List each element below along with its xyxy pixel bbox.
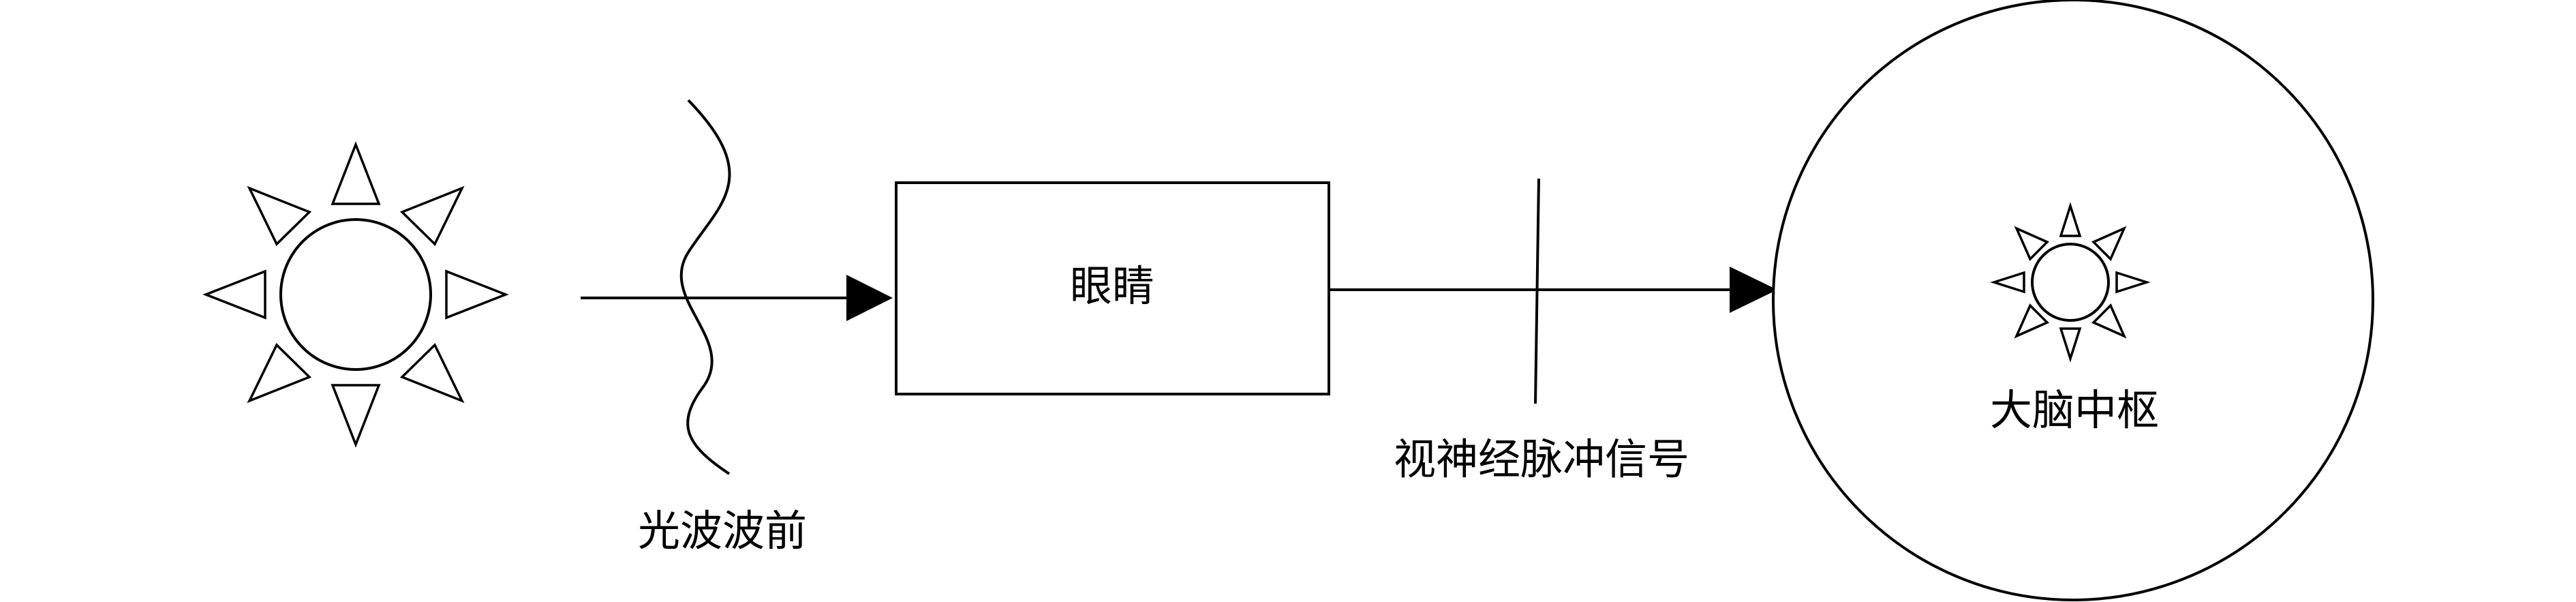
light-wavefront-curve [679,99,731,475]
sun-ray-sw [247,343,312,404]
sun-ray-se [399,343,465,404]
sun-ray-s [331,384,381,448]
perceived-light-sun-icon [1990,202,2151,363]
small-sun-rays [1990,202,2151,363]
small-sun-ray-w [1990,271,2025,294]
sun-ray-nw [247,185,312,246]
sun-core [279,218,432,371]
light-wavefront-label: 光波波前 [638,506,807,556]
small-sun-ray-ne [2091,226,2127,262]
light-source-sun-icon [202,141,509,448]
small-sun-ray-nw [2014,226,2050,262]
light-to-eye-arrow [581,275,893,321]
sun-ray-e [445,269,509,320]
small-sun-ray-n [2059,202,2082,237]
eye-to-brain-arrowhead [1730,267,1777,313]
eye-box [895,181,1330,395]
sun-ray-w [202,269,266,320]
small-sun-ray-e [2115,271,2151,294]
small-sun-ray-s [2059,327,2082,363]
light-to-eye-arrowhead [846,275,893,321]
eye-to-brain-arrow [1329,267,1777,313]
brain-center-label: 大脑中枢 [1990,385,2159,435]
small-sun-ray-sw [2014,303,2050,339]
small-sun-ray-se [2091,303,2127,339]
optic-nerve-label: 视神经脉冲信号 [1394,434,1689,484]
sun-ray-n [331,141,381,205]
small-sun-core [2031,243,2110,322]
sun-rays [202,141,509,448]
optic-nerve-signal-marker [1534,178,1540,404]
eye-label: 眼睛 [1070,261,1154,311]
sun-ray-ne [399,185,465,246]
